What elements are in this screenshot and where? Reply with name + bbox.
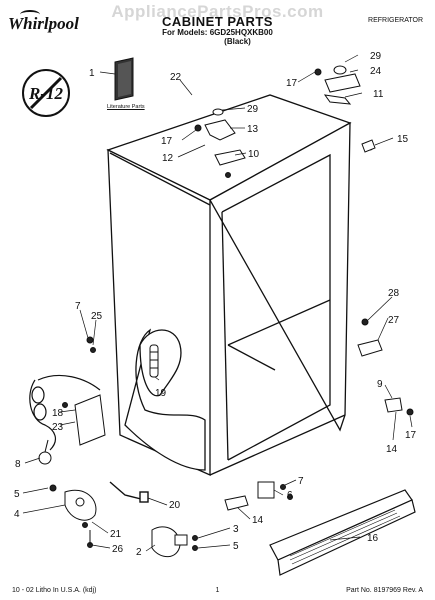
callout-13: 13 <box>247 124 259 135</box>
part-8 <box>38 439 52 465</box>
callout-8: 8 <box>15 459 21 470</box>
callout-5-left: 5 <box>14 489 20 500</box>
brand-logo: Whirlpool <box>8 14 79 33</box>
callout-16: 16 <box>367 533 379 544</box>
callout-6: 6 <box>287 490 293 501</box>
callout-15: 15 <box>397 134 409 145</box>
compressor-mount-part-4 <box>64 489 97 521</box>
callout-7-lower: 7 <box>298 476 304 487</box>
callout-21: 21 <box>110 529 122 540</box>
footer-litho: 10 - 02 Litho In U.S.A. (kdj) <box>12 587 97 594</box>
callout-3: 3 <box>233 524 239 535</box>
callout-18: 18 <box>52 408 64 419</box>
drain-tube-part-19 <box>149 344 159 378</box>
callout-23: 23 <box>52 422 64 433</box>
bracket-part-6 <box>257 481 286 499</box>
leveling-leg-part-27 <box>357 339 383 357</box>
brand-swoosh-icon <box>20 10 40 19</box>
power-cord-part-23 <box>29 374 101 451</box>
clip-part-14 <box>224 495 249 511</box>
callout-9: 9 <box>377 379 383 390</box>
category-label: REFRIGERATOR <box>368 17 423 24</box>
callout-11: 11 <box>373 89 384 100</box>
callout-5-right: 5 <box>233 541 239 552</box>
callout-17-center: 17 <box>161 136 173 147</box>
color-line: (Black) <box>224 37 251 46</box>
literature-label: Literature Parts <box>107 104 145 110</box>
callouts: 1 22 29 17 24 11 29 13 17 12 10 15 7 25 … <box>14 51 417 558</box>
callout-12: 12 <box>162 153 174 164</box>
relay-part-2 <box>151 526 188 558</box>
watermark: AppliancePartsPros.com <box>111 2 324 21</box>
callout-29-center: 29 <box>247 104 259 115</box>
callout-10: 10 <box>248 149 260 160</box>
r12-badge-icon: R-12 <box>22 69 70 117</box>
callout-22: 22 <box>170 72 182 83</box>
callout-19: 19 <box>155 388 167 399</box>
callout-20: 20 <box>169 500 181 511</box>
callout-14-lower: 14 <box>252 515 264 526</box>
callout-17-right: 17 <box>405 430 417 441</box>
callout-26: 26 <box>112 544 124 555</box>
callout-25: 25 <box>91 311 103 322</box>
callout-24: 24 <box>370 66 382 77</box>
tube-part-20 <box>109 481 149 503</box>
part-15 <box>361 139 376 153</box>
callout-1: 1 <box>89 68 95 79</box>
mounting-plate-part-18 <box>74 394 106 446</box>
callout-14-right: 14 <box>386 444 398 455</box>
center-hinge-part-13 <box>204 108 246 166</box>
callout-4: 4 <box>14 509 20 520</box>
callout-17-top: 17 <box>286 78 298 89</box>
literature-booklet-icon <box>114 57 134 101</box>
callout-28: 28 <box>388 288 400 299</box>
footer-part-number: Part No. 8197969 Rev. A <box>346 587 423 594</box>
footer-page-number: 1 <box>215 587 220 594</box>
callout-27: 27 <box>388 315 400 326</box>
page-title: CABINET PARTS <box>162 14 273 29</box>
callout-2: 2 <box>136 547 142 558</box>
base-grille-part-16 <box>269 489 416 576</box>
callout-29-top: 29 <box>370 51 382 62</box>
leader-lines <box>22 54 413 552</box>
models-line: For Models: 6GD25HQXKB00 <box>162 28 273 37</box>
top-hinge-part-24 <box>323 65 361 105</box>
door-stop-part-9 <box>384 397 414 416</box>
callout-7-left: 7 <box>75 301 81 312</box>
